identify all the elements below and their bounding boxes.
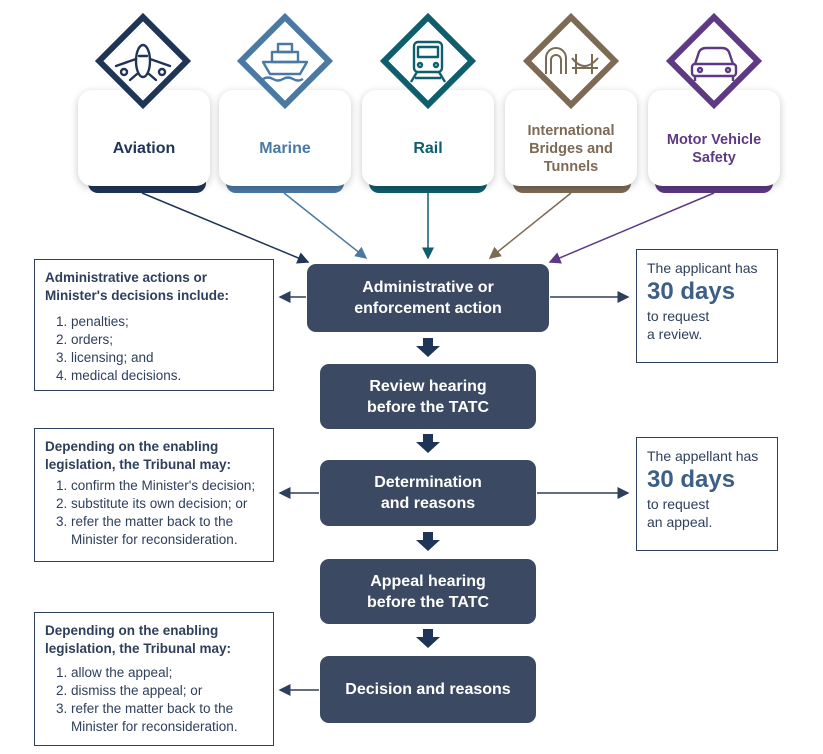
- down-arrow-1: [416, 338, 440, 357]
- connector-aviation: [141, 192, 310, 264]
- bridge-tunnel-icon: [516, 6, 626, 116]
- connector-bridges: [488, 192, 572, 259]
- down-arrow-2: [416, 434, 440, 453]
- mode-label: Rail: [413, 139, 443, 157]
- info-box-title: Depending on the enabling legislation, t…: [45, 439, 232, 472]
- deadline-box-review: The applicant has 30 days to request a r…: [636, 249, 778, 363]
- mode-label: Motor Vehicle Safety: [666, 132, 762, 166]
- deadline-pre: The appellant has: [647, 448, 759, 464]
- info-box-list: confirm the Minister's decision; substit…: [45, 477, 263, 549]
- info-box-title: Administrative actions or Minister's dec…: [45, 270, 230, 303]
- mode-label: Marine: [259, 139, 311, 157]
- list-item: confirm the Minister's decision;: [71, 477, 263, 495]
- list-item: allow the appeal;: [71, 664, 263, 682]
- down-arrow-4: [416, 629, 440, 648]
- step-review-hearing: Review hearing before the TATC: [320, 364, 536, 429]
- deadline-days: 30 days: [647, 278, 736, 305]
- info-box-tribunal-options-review: Depending on the enabling legislation, t…: [34, 428, 274, 562]
- deadline-post: a review.: [647, 326, 703, 342]
- list-item: substitute its own decision; or: [71, 495, 263, 513]
- deadline-post: an appeal.: [647, 514, 713, 530]
- deadline-days: 30 days: [647, 466, 736, 493]
- train-icon: [373, 6, 483, 116]
- car-icon: [659, 6, 769, 116]
- list-item: medical decisions.: [71, 367, 263, 385]
- connector-motor: [548, 192, 715, 264]
- list-item: dismiss the appeal; or: [71, 682, 263, 700]
- deadline-pre: The applicant has: [647, 260, 758, 276]
- deadline-box-appeal: The appellant has 30 days to request an …: [636, 437, 778, 551]
- step-decision: Decision and reasons: [320, 656, 536, 723]
- list-item: refer the matter back to the Minister fo…: [71, 513, 263, 549]
- connector-marine: [283, 192, 368, 259]
- info-box-tribunal-options-appeal: Depending on the enabling legislation, t…: [34, 612, 274, 746]
- info-box-list: penalties; orders; licensing; and medica…: [45, 313, 263, 385]
- down-arrow-3: [416, 532, 440, 551]
- info-box-list: allow the appeal; dismiss the appeal; or…: [45, 664, 263, 736]
- step-determination: Determination and reasons: [320, 460, 536, 526]
- deadline-post: to request: [647, 496, 710, 512]
- list-item: licensing; and: [71, 349, 263, 367]
- ship-icon: [230, 6, 340, 116]
- info-box-administrative-actions: Administrative actions or Minister's dec…: [34, 259, 274, 391]
- deadline-post: to request: [647, 308, 710, 324]
- info-box-title: Depending on the enabling legislation, t…: [45, 623, 232, 656]
- mode-label: Aviation: [112, 139, 176, 157]
- list-item: orders;: [71, 331, 263, 349]
- airplane-icon: [88, 6, 198, 116]
- step-administrative-action: Administrative or enforcement action: [307, 264, 549, 332]
- step-appeal-hearing: Appeal hearing before the TATC: [320, 559, 536, 624]
- list-item: refer the matter back to the Minister fo…: [71, 700, 263, 736]
- list-item: penalties;: [71, 313, 263, 331]
- mode-label: International Bridges and Tunnels: [527, 123, 615, 175]
